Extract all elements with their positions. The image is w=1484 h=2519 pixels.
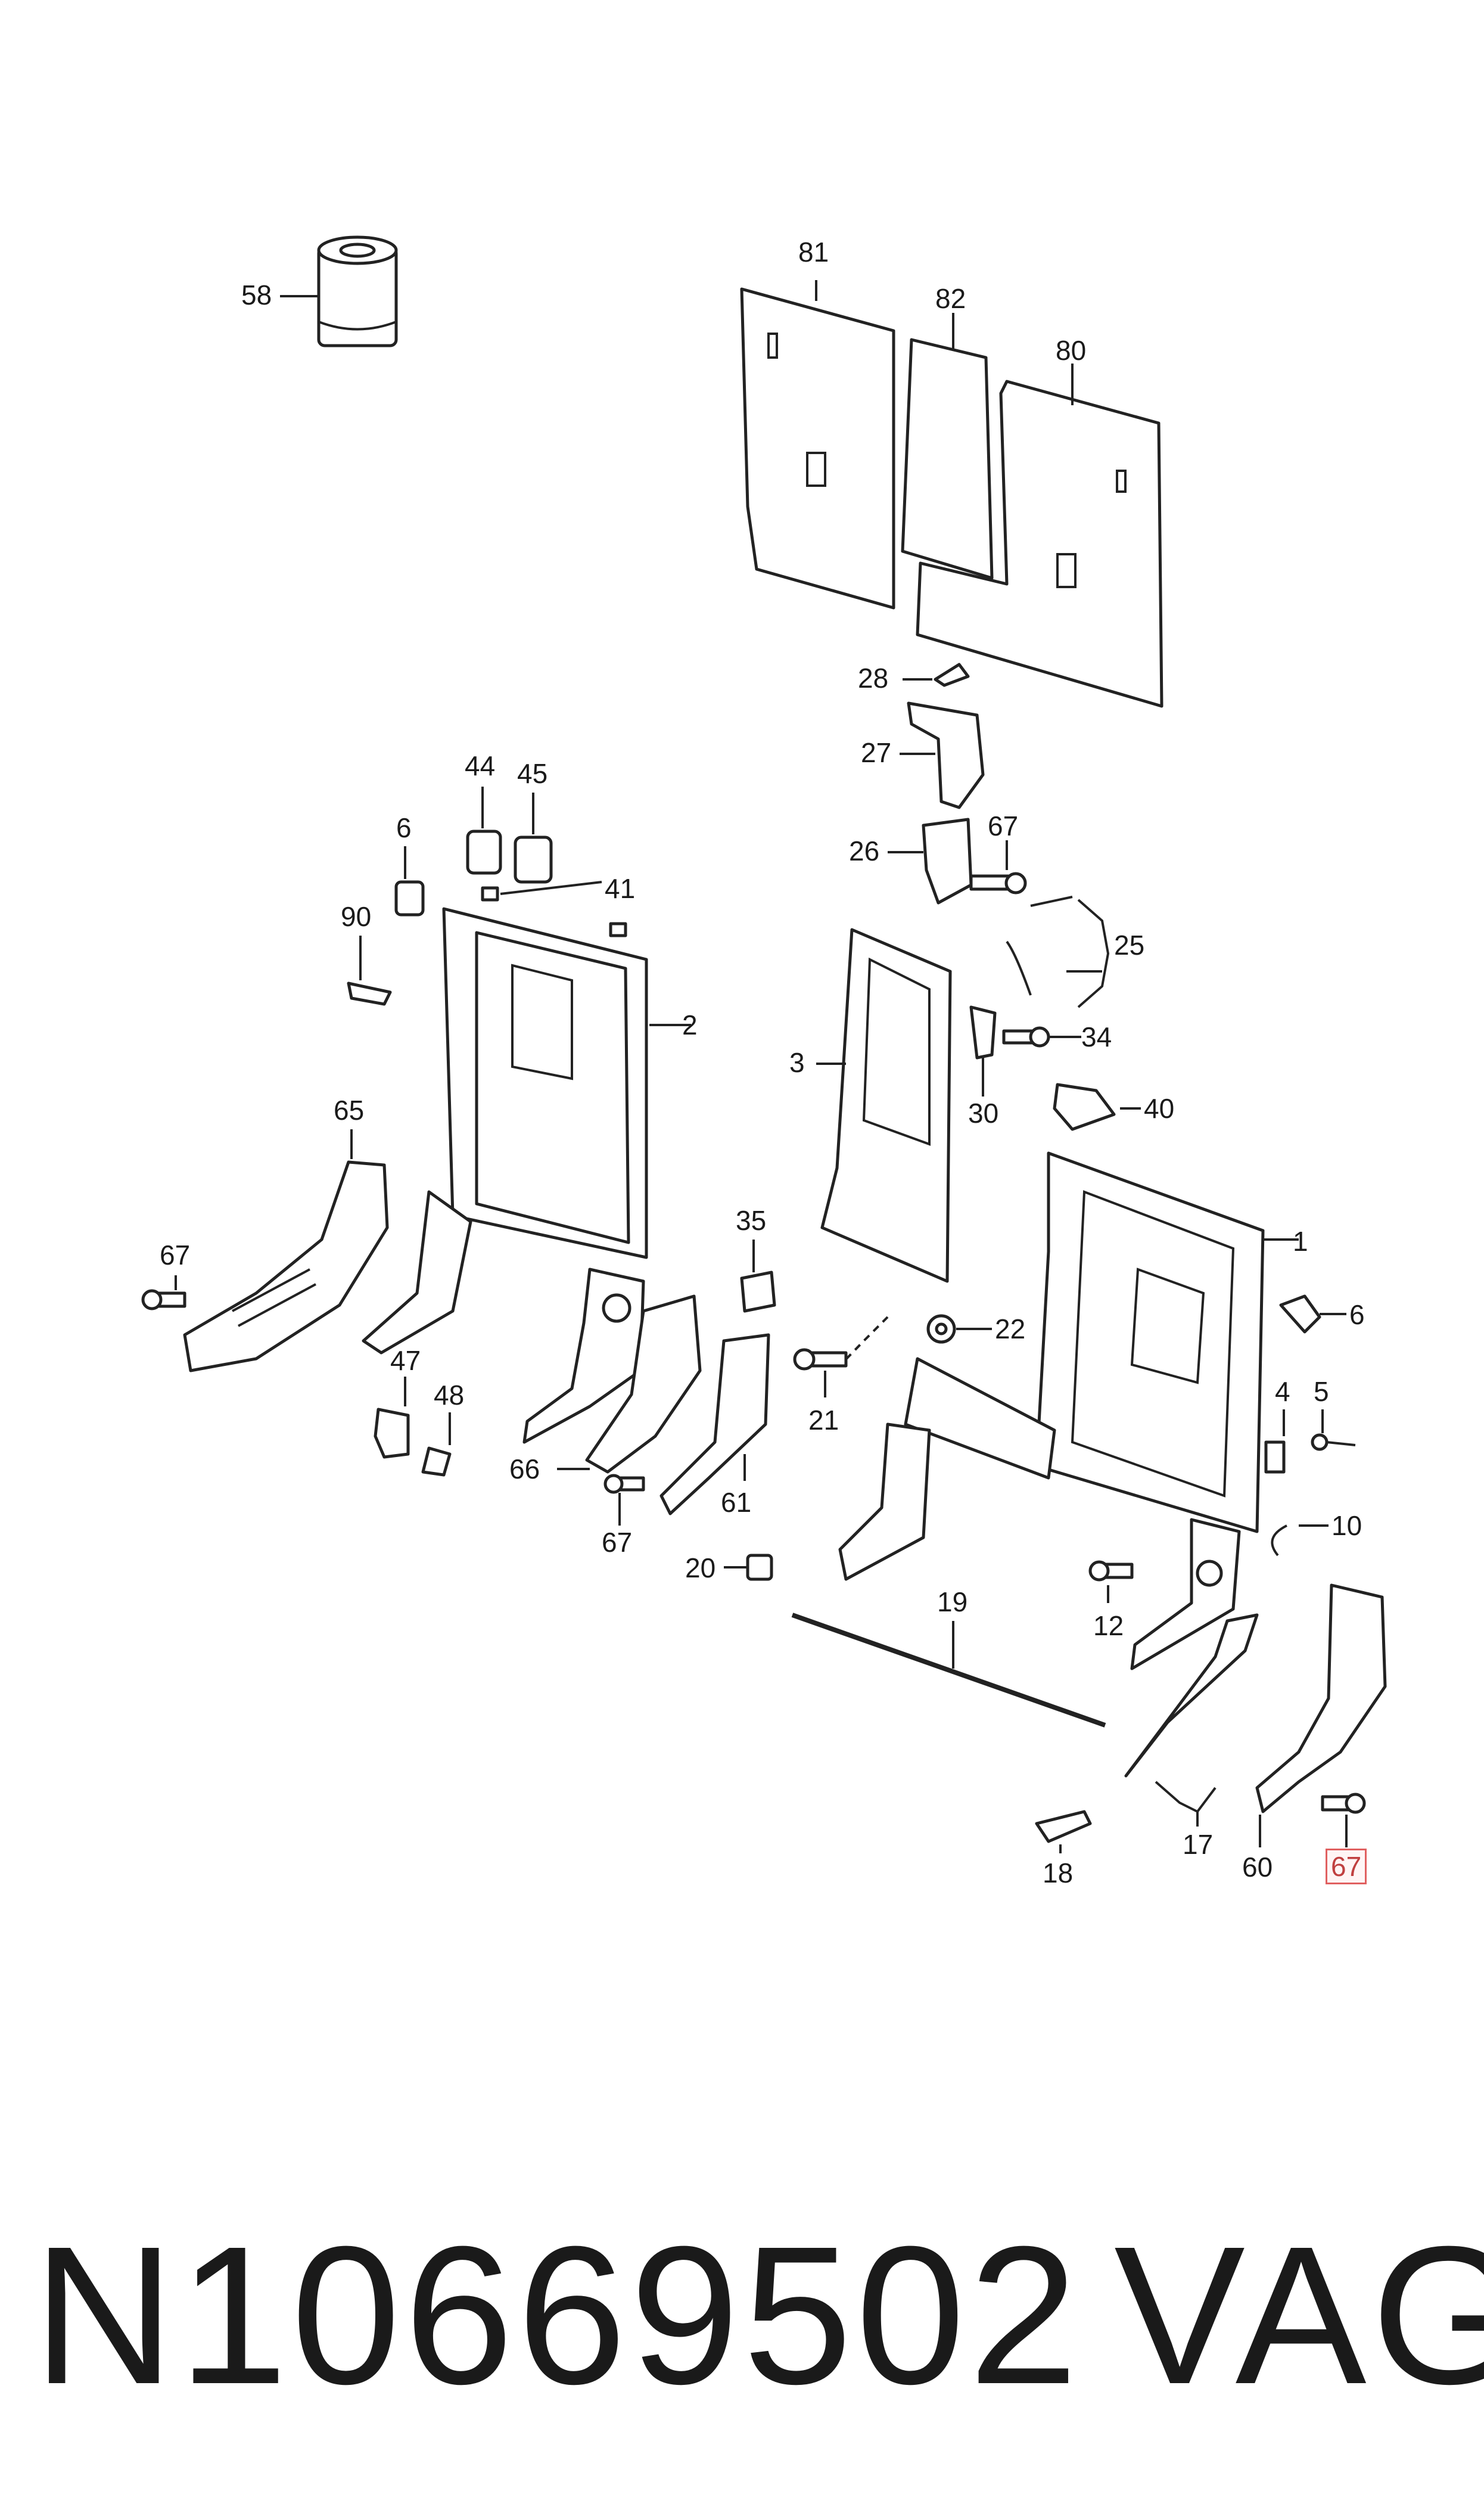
callout-20: 20 [685, 1552, 716, 1583]
callout-21: 21 [808, 1405, 839, 1436]
callout-67-top: 67 [988, 810, 1019, 841]
callout-26: 26 [849, 835, 880, 866]
part-81-pad [740, 280, 895, 610]
part-number: N10669502 [33, 2205, 1082, 2425]
callout-47: 47 [390, 1345, 421, 1376]
callout-6-left: 6 [396, 812, 412, 843]
callout-80: 80 [1056, 335, 1087, 366]
callout-58: 58 [241, 279, 272, 310]
callout-25: 25 [1114, 930, 1145, 961]
callout-17: 17 [1183, 1829, 1214, 1860]
part-26-lock [888, 818, 1027, 905]
part-66-cover [557, 1294, 702, 1474]
exploded-parts-diagram [141, 235, 1387, 1853]
callout-90: 90 [341, 901, 372, 932]
callout-2: 2 [682, 1010, 698, 1040]
callout-40: 40 [1144, 1093, 1175, 1124]
part-1-frame-right [838, 1151, 1299, 1581]
part-67-screw-right [1321, 1793, 1366, 1847]
callout-81: 81 [798, 237, 829, 268]
callout-67-left: 67 [160, 1240, 191, 1271]
callout-30: 30 [968, 1098, 999, 1129]
part-2-frame-left [442, 907, 691, 1259]
part-28-clip [903, 663, 970, 687]
part-18-cap [1035, 1810, 1092, 1853]
callout-35: 35 [736, 1205, 767, 1236]
part-right-hinge [1130, 1518, 1241, 1670]
callout-61: 61 [721, 1487, 752, 1518]
part-30-34 [969, 1005, 1081, 1097]
part-27-bracket [900, 701, 985, 809]
callout-3: 3 [789, 1047, 805, 1078]
callout-10: 10 [1331, 1510, 1362, 1541]
part-12-bolt [1088, 1560, 1134, 1603]
part-60-trim [1255, 1583, 1387, 1847]
callout-82: 82 [935, 283, 966, 314]
part-19-rod [791, 1613, 1106, 1728]
part-58-cylinder [280, 235, 398, 347]
callout-4: 4 [1275, 1376, 1290, 1407]
brand-name: VAG [1114, 2205, 1484, 2425]
part-41-clips [481, 881, 627, 937]
part-6-knob-right [1279, 1294, 1346, 1334]
part-65-cover [183, 1129, 389, 1372]
callout-28: 28 [858, 663, 889, 694]
callout-67-highlighted[interactable]: 67 [1326, 1849, 1367, 1884]
part-3-frame-center [816, 928, 952, 1283]
part-44-45 [466, 787, 553, 884]
part-61-cover [659, 1333, 770, 1515]
part-35-cap [740, 1240, 776, 1313]
part-80-pad [916, 364, 1163, 708]
part-90-clip [347, 936, 392, 1006]
callout-67-mid: 67 [602, 1527, 633, 1558]
part-6-knob-left [394, 846, 425, 917]
callout-41: 41 [605, 873, 636, 904]
part-22-washer [926, 1314, 992, 1344]
part-4-5-10 [1264, 1409, 1356, 1557]
part-82-pad [901, 313, 994, 580]
part-67-screw-left [141, 1275, 186, 1310]
part-17-bracket [1124, 1613, 1259, 1827]
callout-65: 65 [334, 1095, 365, 1126]
callout-18: 18 [1043, 1858, 1074, 1889]
callout-44: 44 [465, 750, 496, 781]
callout-45: 45 [517, 758, 548, 789]
part-40-cap [1053, 1083, 1141, 1131]
part-25-cable [1006, 896, 1110, 1008]
callout-34: 34 [1081, 1021, 1112, 1052]
callout-19: 19 [937, 1586, 968, 1617]
callout-48: 48 [434, 1380, 465, 1411]
callout-1: 1 [1293, 1226, 1308, 1257]
part-left-hinge [362, 1190, 645, 1444]
part-47-48 [374, 1377, 452, 1477]
callout-22: 22 [995, 1313, 1026, 1344]
part-21-bolt [793, 1316, 889, 1397]
callout-60: 60 [1242, 1852, 1273, 1883]
callout-6-right: 6 [1349, 1299, 1365, 1330]
part-67-screw-mid [603, 1474, 645, 1526]
callout-27: 27 [861, 737, 892, 768]
callout-12: 12 [1093, 1610, 1124, 1641]
part-20-gear [724, 1554, 773, 1581]
callout-5: 5 [1314, 1376, 1329, 1407]
callout-66: 66 [509, 1453, 540, 1484]
